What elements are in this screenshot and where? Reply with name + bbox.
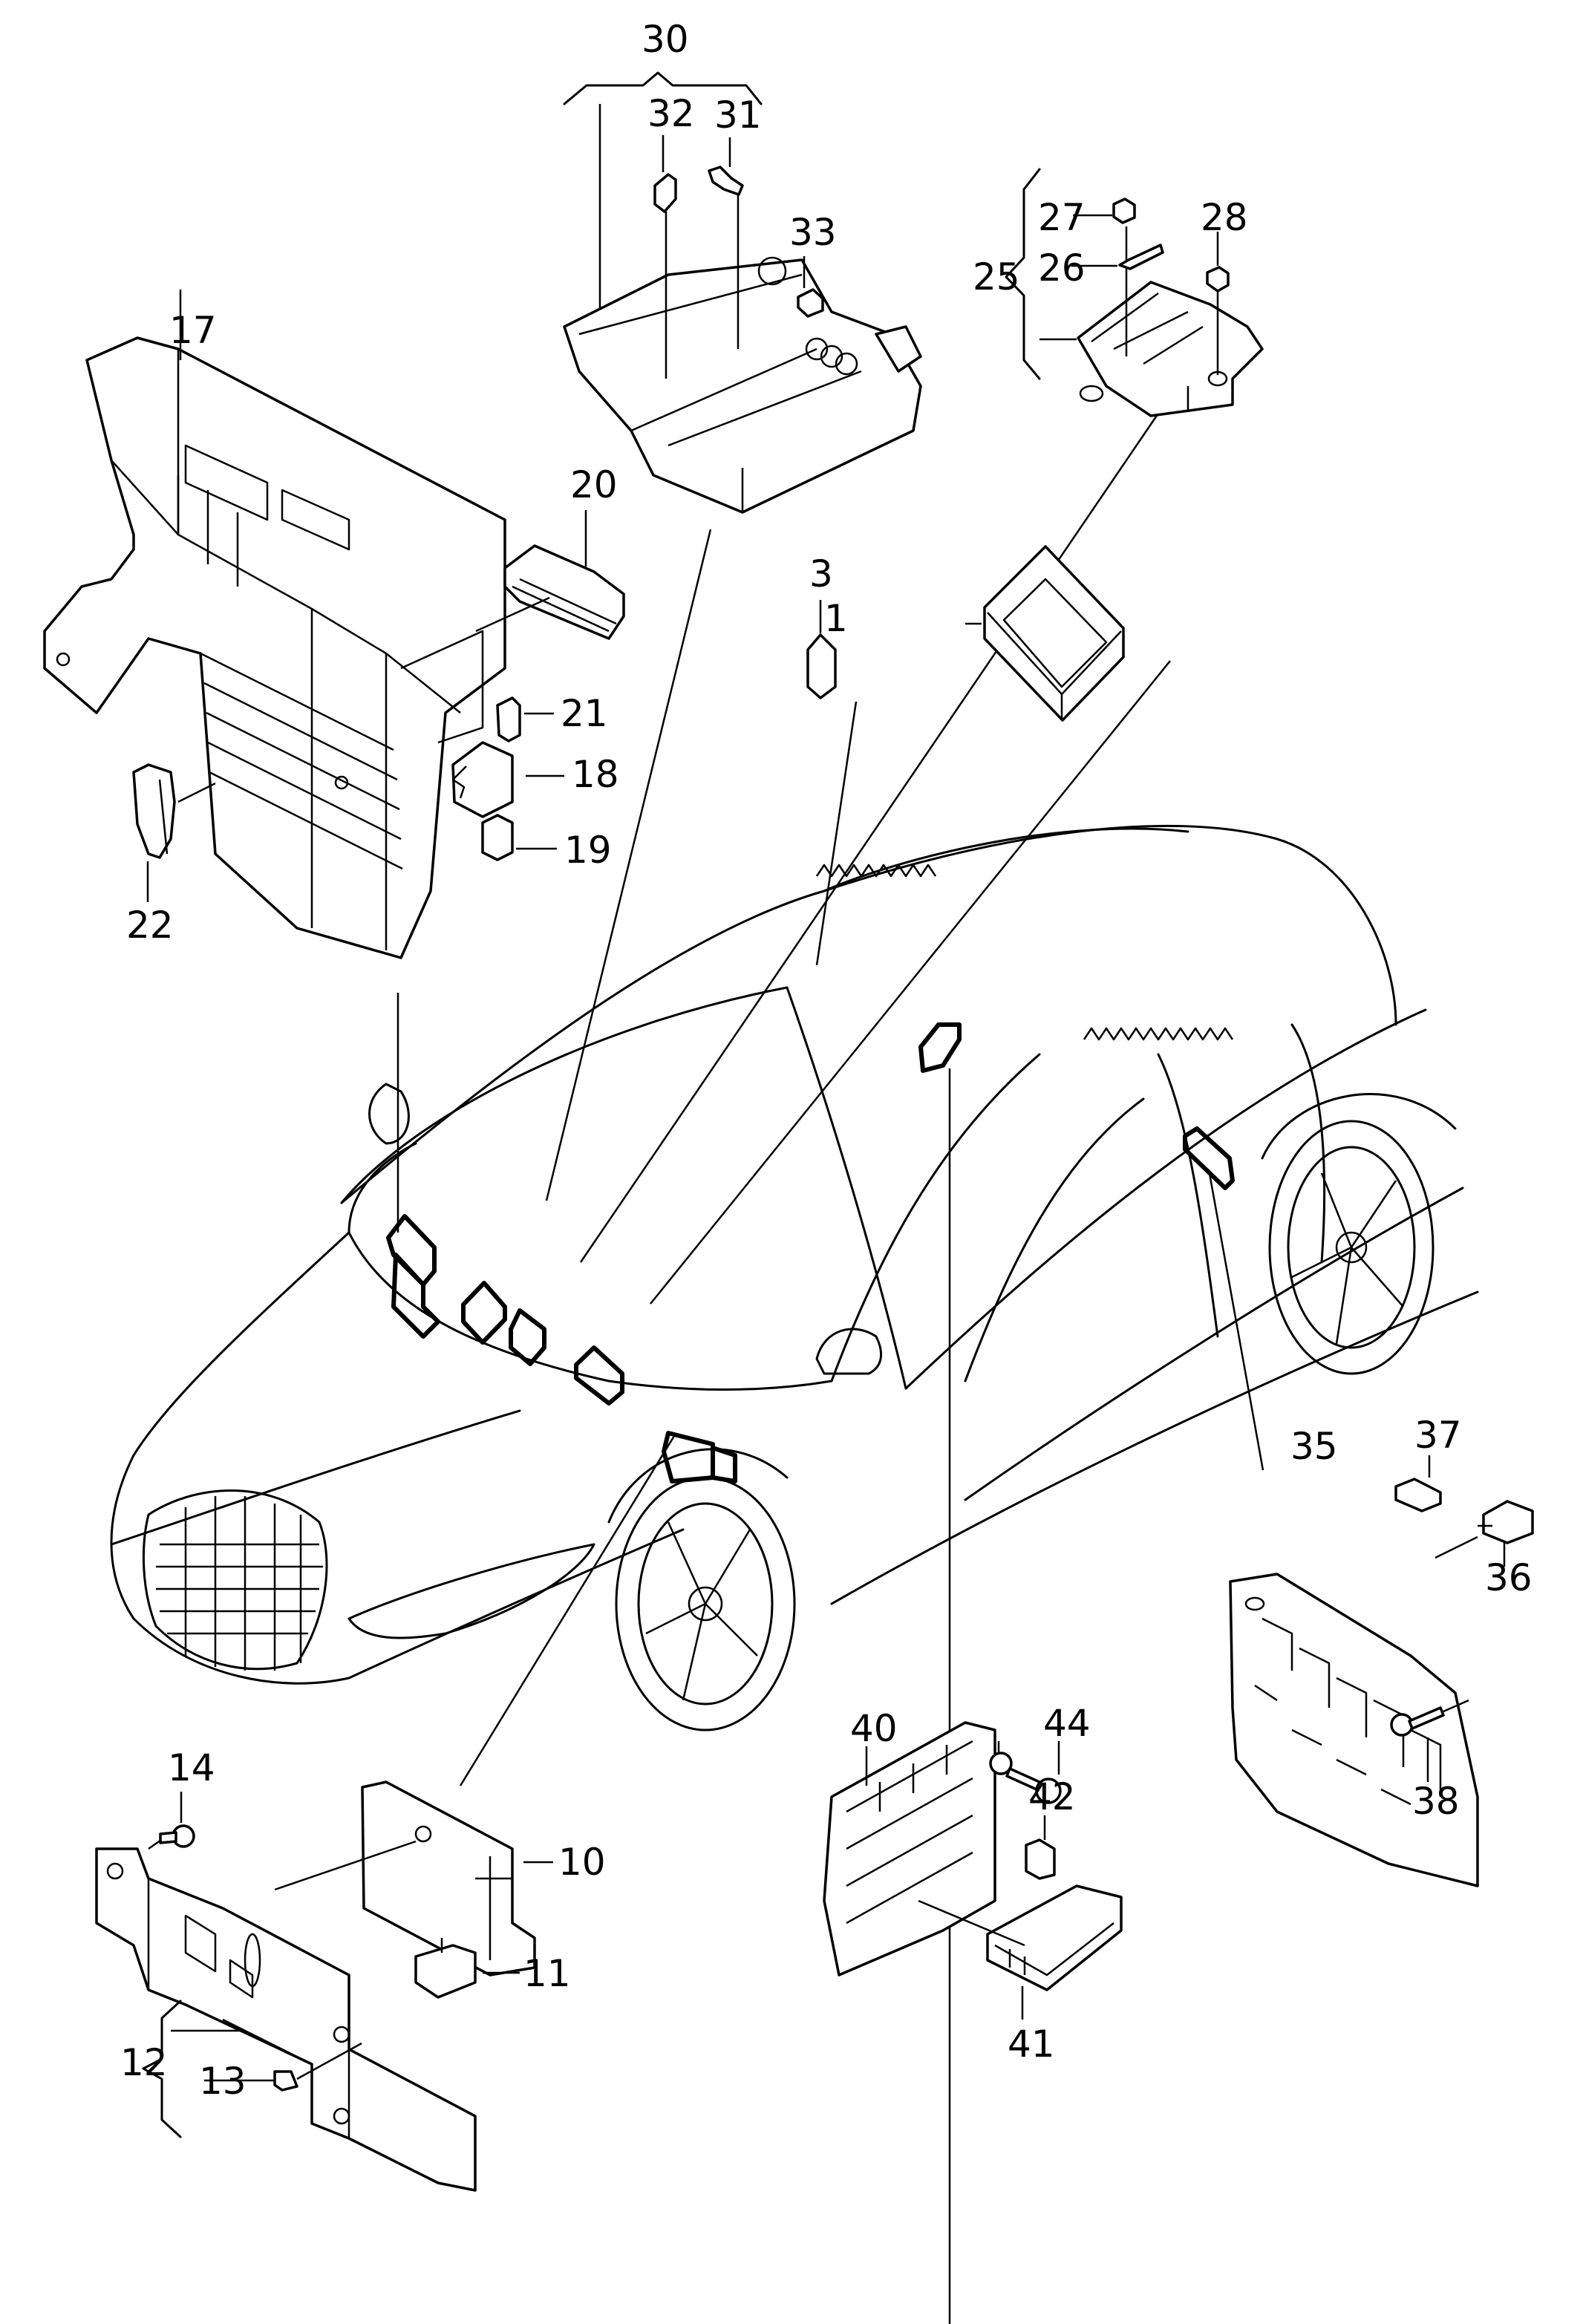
callout-3: 3 bbox=[809, 552, 833, 595]
part-19-fuse bbox=[481, 814, 557, 861]
part-17-fuse-box bbox=[43, 290, 506, 959]
part-21-fuse bbox=[496, 696, 554, 742]
callout-22: 22 bbox=[126, 904, 174, 947]
part-37-fuse bbox=[1394, 1455, 1442, 1512]
callout-14: 14 bbox=[168, 1746, 215, 1789]
callout-1: 1 bbox=[824, 597, 848, 640]
callout-37: 37 bbox=[1414, 1414, 1462, 1457]
callout-labels: 1 3 10 11 12 13 14 17 18 19 20 21 22 25 … bbox=[120, 18, 1533, 2103]
callout-27: 27 bbox=[1038, 196, 1086, 239]
callout-10: 10 bbox=[558, 1841, 606, 1884]
part-40-relay-carrier bbox=[823, 1721, 996, 1977]
part-10-control-unit bbox=[274, 1780, 553, 1977]
part-3-relay bbox=[806, 600, 837, 699]
callout-33: 33 bbox=[789, 211, 837, 254]
part-35-relay-carrier bbox=[1229, 1573, 1479, 1887]
part-13-clip bbox=[204, 2042, 362, 2092]
callout-20: 20 bbox=[570, 463, 618, 506]
callout-44: 44 bbox=[1043, 1702, 1091, 1745]
part-18-relay bbox=[451, 741, 564, 818]
part-14-screw bbox=[148, 1792, 195, 1850]
callout-28: 28 bbox=[1201, 196, 1248, 239]
part-41-control-unit bbox=[918, 1884, 1123, 2020]
callout-13: 13 bbox=[199, 2060, 247, 2103]
callout-21: 21 bbox=[561, 692, 608, 735]
callout-30: 30 bbox=[642, 18, 689, 61]
callout-26: 26 bbox=[1038, 247, 1086, 290]
part-30-fuse-carrier bbox=[563, 71, 922, 514]
part-22-clip bbox=[132, 763, 216, 902]
callout-17: 17 bbox=[169, 309, 217, 352]
callout-42: 42 bbox=[1028, 1775, 1076, 1818]
callout-40: 40 bbox=[850, 1707, 898, 1750]
part-38-screw bbox=[1390, 1699, 1469, 1782]
callout-31: 31 bbox=[714, 94, 762, 137]
car-body-outline bbox=[110, 824, 1479, 1731]
part-12-bracket bbox=[95, 1847, 477, 2192]
callout-25: 25 bbox=[973, 255, 1020, 298]
part-1-control-unit bbox=[965, 545, 1125, 722]
location-markers bbox=[386, 1022, 1235, 1483]
callout-38: 38 bbox=[1412, 1780, 1460, 1823]
part-20-connector bbox=[475, 510, 625, 640]
callout-18: 18 bbox=[572, 753, 619, 796]
callout-19: 19 bbox=[564, 829, 612, 872]
part-36-relay bbox=[1435, 1500, 1534, 1567]
part-42-fuse bbox=[1025, 1815, 1056, 1880]
callout-32: 32 bbox=[647, 92, 695, 135]
part-44-screw bbox=[989, 1741, 1062, 1804]
callout-35: 35 bbox=[1290, 1425, 1338, 1468]
callout-41: 41 bbox=[1008, 2023, 1055, 2066]
callout-36: 36 bbox=[1485, 1556, 1533, 1599]
part-25-module-bracket bbox=[1005, 168, 1264, 417]
callout-11: 11 bbox=[523, 1952, 571, 1995]
part-11-connector bbox=[414, 1938, 520, 1999]
callout-12: 12 bbox=[120, 2041, 168, 2084]
leader-lines bbox=[396, 385, 1264, 2324]
